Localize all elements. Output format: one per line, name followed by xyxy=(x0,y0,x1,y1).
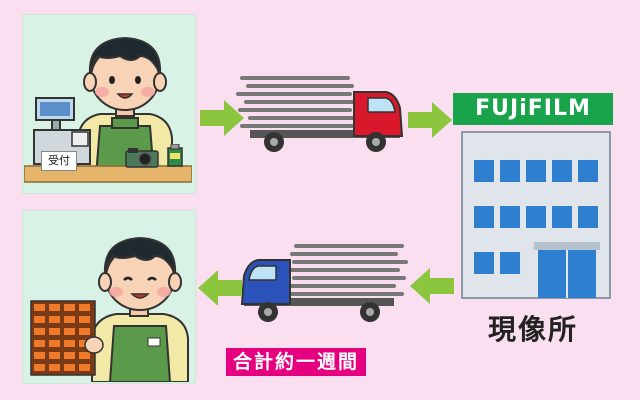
duration-badge: 合計約一週間 xyxy=(226,348,367,376)
photo-prints-icon xyxy=(30,300,96,376)
reception-tag: 受付 xyxy=(41,151,77,171)
arrow-right-icon xyxy=(200,100,244,136)
clerk-hand xyxy=(84,336,104,354)
arrow-left-icon xyxy=(198,270,242,306)
arrow-left-icon xyxy=(410,268,454,304)
truck-icon xyxy=(240,244,408,322)
lab-label: 現像所 xyxy=(488,313,579,346)
arrow-right-icon xyxy=(408,102,452,138)
lab-brand-logo: FUJiFILM xyxy=(453,93,613,125)
truck-icon xyxy=(236,76,404,152)
camera-icon xyxy=(125,148,159,168)
clerk-icon xyxy=(77,36,173,176)
building-icon xyxy=(461,131,611,299)
clerk-icon xyxy=(91,236,189,382)
film-canister-icon xyxy=(167,144,183,167)
